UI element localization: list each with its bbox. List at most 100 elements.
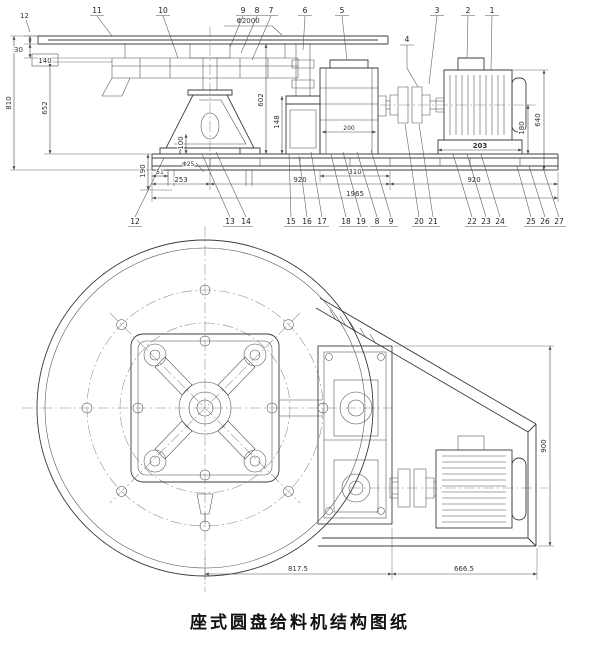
- part-callout: 8: [255, 6, 260, 15]
- part-callout: 10: [158, 6, 168, 15]
- part-callout: 12: [130, 217, 140, 226]
- motor-fins: [449, 75, 505, 135]
- dim-boxed: 140: [38, 57, 51, 65]
- gearbox-bolts: [324, 353, 386, 515]
- part-callout: 4: [405, 35, 410, 44]
- dim-reducer-width: 200: [343, 125, 355, 132]
- gearbox-input-boss: [333, 459, 379, 513]
- dim-pedestal-gap: 100: [177, 136, 185, 149]
- part-callout: 20: [414, 217, 424, 226]
- dim-housing-height: 148: [273, 115, 281, 128]
- hub-circle-mid: [188, 391, 222, 425]
- dim-lip: 12: [20, 12, 29, 20]
- part-callout: 2: [466, 6, 471, 15]
- dim-base-height: 190: [139, 164, 147, 177]
- drawing-title: 座式圆盘给料机结构图纸: [190, 612, 410, 633]
- dim-arm-height: 652: [41, 101, 49, 114]
- dim-plan-left-span: 817.5: [288, 565, 308, 573]
- bevel-housing-inner: [289, 44, 317, 149]
- boxed-dimension-frame: [31, 53, 59, 67]
- part-callout: 15: [286, 217, 296, 226]
- dim-shaft-height: 602: [257, 93, 265, 106]
- plan-disc: [36, 239, 374, 577]
- part-callout: 25: [526, 217, 536, 226]
- motor-terminal-plan: [457, 435, 485, 451]
- dim-anchor: Φ25: [182, 161, 195, 168]
- gear-reducer-inner: [320, 68, 387, 154]
- part-callout: 19: [356, 217, 366, 226]
- coupling: [386, 86, 444, 124]
- part-callout: 21: [428, 217, 438, 226]
- coupling-plan: [389, 468, 436, 508]
- dim-motor-span: 203: [473, 142, 488, 150]
- dim-foot-span: 253: [174, 176, 187, 184]
- part-callout: 26: [540, 217, 550, 226]
- bolt-circle: [86, 289, 324, 527]
- dim-edge: 30: [14, 46, 23, 54]
- part-callout: 9: [241, 6, 246, 15]
- part-callout: 11: [92, 6, 102, 15]
- dim-motor-height: 640: [534, 113, 542, 126]
- part-callout: 16: [302, 217, 312, 226]
- disc-outline: [37, 35, 389, 45]
- motor-body-plan: [435, 449, 513, 529]
- elevation-callouts-top: 11 10 9 8 7 6 5 4 3 2 1: [90, 5, 499, 88]
- elevation-dimension-lines: [12, 19, 558, 200]
- part-callout: 3: [435, 6, 440, 15]
- gearbox-output-boss: [333, 379, 379, 437]
- spider-pads: [143, 343, 267, 473]
- dim-total-length: 1965: [346, 190, 364, 198]
- dim-disc-diameter: Φ2000: [236, 17, 259, 25]
- gear-reducer: [319, 59, 379, 155]
- spindle-column: [202, 58, 218, 90]
- gearbox-outer: [317, 345, 393, 525]
- callout-leaders-bottom: [134, 123, 560, 218]
- part-callout: 6: [303, 6, 308, 15]
- motor-cap-plan: [511, 457, 527, 521]
- frame-hatch: [329, 309, 377, 345]
- part-callout: 1: [490, 6, 495, 15]
- spider-plate-inner: [137, 340, 273, 476]
- part-callout: 7: [269, 6, 274, 15]
- dim-total-height: 810: [5, 96, 13, 109]
- spout-detail: [196, 493, 214, 524]
- plan-gearbox: [317, 345, 393, 525]
- dim-plan-right-span: 666.5: [454, 565, 474, 573]
- part-callout: 5: [340, 6, 345, 15]
- elevation-callouts-bottom: 12 13 14 15 16 17 18 19 8 9 20 21 22 23 …: [128, 123, 566, 227]
- hub-circle-inner: [196, 399, 214, 417]
- dim-right-span: 920: [467, 176, 480, 184]
- plan-frame: [315, 297, 537, 547]
- spider-arms: [154, 356, 256, 460]
- pedestal-inner: [174, 99, 247, 145]
- part-callout: 27: [554, 217, 564, 226]
- part-callout: 13: [225, 217, 235, 226]
- elevation-dimension-labels: Φ2000 12 30 140 810 652 602 148 100 190 …: [4, 11, 543, 199]
- elevation-outline: [37, 35, 559, 186]
- part-callout: 22: [467, 217, 477, 226]
- part-callout: 18: [341, 217, 351, 226]
- discharge-chute: [101, 77, 131, 97]
- pedestal-hole: [200, 112, 220, 140]
- plate-edge-holes: [132, 335, 278, 481]
- pitch-circle: [119, 322, 291, 494]
- plan-view: 817.5 666.5 900: [22, 226, 554, 592]
- dim-motor-shaft-height: 180: [518, 121, 526, 134]
- pedestal: [159, 89, 261, 155]
- gearbox-inner: [323, 351, 387, 519]
- hub-circle-outer: [178, 381, 232, 435]
- dim-plan-frame-height: 900: [540, 439, 548, 452]
- callout-underlines-top: [90, 15, 499, 46]
- base-frame-webs: [209, 158, 521, 166]
- part-callout: 23: [481, 217, 491, 226]
- plan-dimensions: 817.5 666.5 900: [204, 345, 554, 580]
- elevation-centerlines: [209, 26, 536, 178]
- part-callout: 24: [495, 217, 505, 226]
- dim-left-span: 920: [293, 176, 306, 184]
- elevation-view: Φ2000 12 30 140 810 652 602 148 100 190 …: [4, 5, 566, 227]
- part-callout: 14: [241, 217, 251, 226]
- motor-fins-plan: [442, 455, 506, 523]
- motor-shaft: [435, 97, 444, 113]
